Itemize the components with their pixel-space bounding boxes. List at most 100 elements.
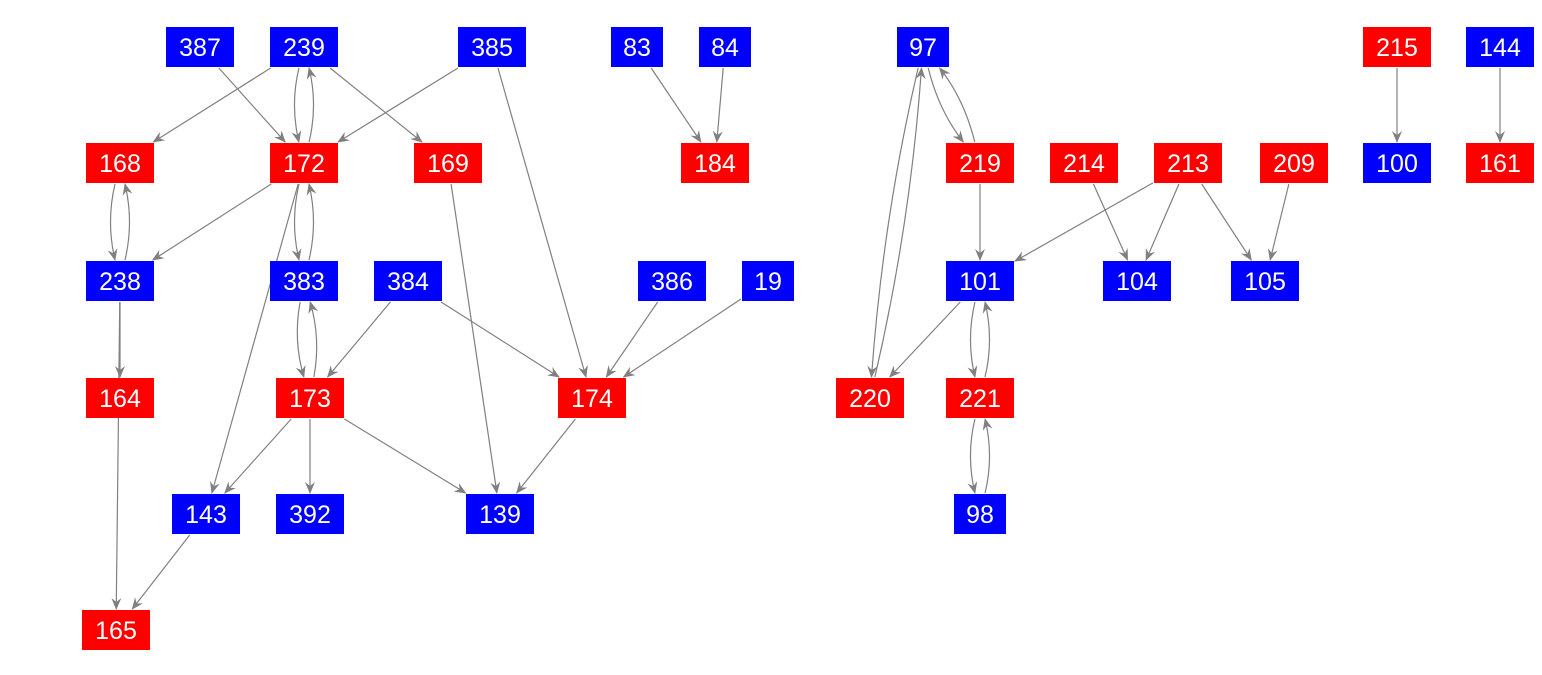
node-label: 144 [1479,34,1521,62]
edge-239-to-172 [291,67,302,143]
node-label: 101 [959,268,1001,296]
node-83[interactable]: 83 [611,27,663,67]
node-105[interactable]: 105 [1231,261,1299,301]
node-label: 100 [1376,150,1418,178]
node-box [1103,261,1171,301]
node-label: 165 [95,617,137,645]
node-19[interactable]: 19 [742,261,794,301]
node-384[interactable]: 384 [374,261,442,301]
node-221[interactable]: 221 [946,378,1014,418]
node-label: 173 [289,385,331,413]
node-214[interactable]: 214 [1050,143,1118,183]
node-label: 19 [754,268,782,296]
node-387[interactable]: 387 [166,27,234,67]
node-172[interactable]: 172 [270,143,338,183]
edge-172-to-143 [210,183,299,494]
node-173[interactable]: 173 [276,378,344,418]
node-box [1260,143,1328,183]
node-383[interactable]: 383 [270,261,338,301]
edge-83-to-184 [650,67,702,143]
node-144[interactable]: 144 [1466,27,1534,67]
node-label: 384 [387,268,429,296]
node-label: 84 [711,34,739,62]
node-box [270,261,338,301]
node-box [166,27,234,67]
edge-97-to-220 [867,67,919,378]
node-label: 174 [571,385,613,413]
edge-383-to-173 [295,301,306,378]
node-box [82,610,150,650]
node-box [270,27,338,67]
node-239[interactable]: 239 [270,27,338,67]
edge-98-to-221 [982,418,993,494]
node-238[interactable]: 238 [86,261,154,301]
node-label: 164 [99,385,141,413]
node-209[interactable]: 209 [1260,143,1328,183]
node-215[interactable]: 215 [1363,27,1431,67]
node-84[interactable]: 84 [699,27,751,67]
edge-97-to-219 [927,67,964,143]
edge-101-to-221 [967,301,978,378]
node-label: 392 [289,501,331,529]
edge-383-to-172 [306,183,317,261]
node-box [458,27,526,67]
node-101[interactable]: 101 [946,261,1014,301]
node-385[interactable]: 385 [458,27,526,67]
node-164[interactable]: 164 [86,378,154,418]
edge-169-to-139 [450,183,501,494]
node-104[interactable]: 104 [1103,261,1171,301]
node-161[interactable]: 161 [1466,143,1534,183]
node-392[interactable]: 392 [276,494,344,534]
node-label: 213 [1167,150,1209,178]
edge-239-to-168 [152,67,272,143]
edge-213-to-101 [1014,182,1154,262]
edge-387-to-172 [218,67,286,143]
node-label: 215 [1376,34,1418,62]
node-label: 104 [1116,268,1158,296]
node-97[interactable]: 97 [897,27,949,67]
edge-84-to-184 [712,67,724,143]
node-386[interactable]: 386 [638,261,706,301]
node-label: 97 [909,34,937,62]
node-box [172,494,240,534]
node-box [611,27,663,67]
edge-213-to-104 [1145,183,1180,261]
node-219[interactable]: 219 [946,143,1014,183]
node-184[interactable]: 184 [681,143,749,183]
edge-219-to-97 [939,67,976,143]
node-label: 168 [99,150,141,178]
node-168[interactable]: 168 [86,143,154,183]
node-label: 238 [99,268,141,296]
node-box [681,143,749,183]
node-100[interactable]: 100 [1363,143,1431,183]
node-169[interactable]: 169 [414,143,482,183]
edge-143-to-165 [131,534,191,610]
edge-173-to-143 [224,418,292,494]
node-98[interactable]: 98 [954,494,1006,534]
node-label: 98 [966,501,994,529]
edge-239-to-169 [329,67,423,143]
node-box [954,494,1006,534]
node-box [897,27,949,67]
edge-174-to-139 [516,418,576,494]
node-box [1363,27,1431,67]
edge-220-to-97 [874,67,926,378]
edge-384-to-174 [440,301,560,378]
node-213[interactable]: 213 [1154,143,1222,183]
edge-168-to-238 [107,183,118,261]
edge-238-to-165 [111,301,122,610]
edge-238-to-168 [122,183,133,261]
node-box [86,261,154,301]
node-box [414,143,482,183]
node-220[interactable]: 220 [836,378,904,418]
node-139[interactable]: 139 [466,494,534,534]
node-label: 105 [1244,268,1286,296]
edge-385-to-174 [497,67,588,378]
node-174[interactable]: 174 [558,378,626,418]
node-label: 383 [283,268,325,296]
node-label: 139 [479,501,521,529]
node-box [1231,261,1299,301]
node-165[interactable]: 165 [82,610,150,650]
node-143[interactable]: 143 [172,494,240,534]
